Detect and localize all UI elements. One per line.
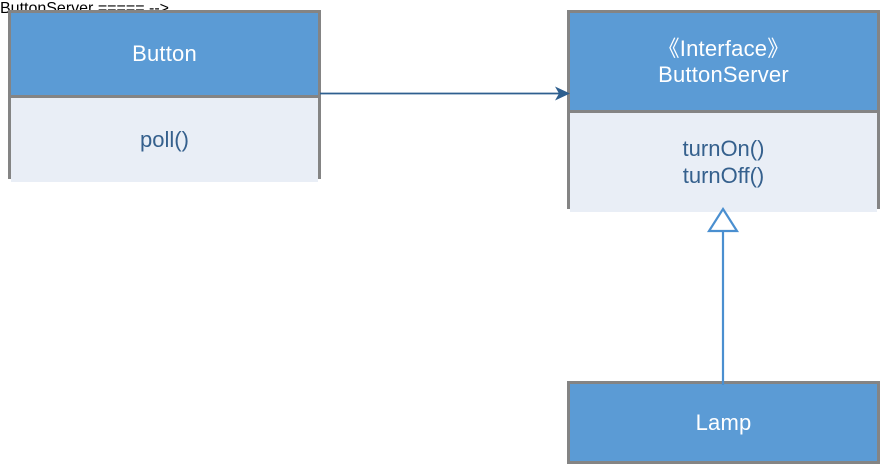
member-turnon: turnOn() (682, 135, 765, 161)
class-stereotype-buttonserver: 《Interface》 (657, 35, 790, 61)
class-header-buttonserver: 《Interface》 ButtonServer (570, 13, 877, 110)
class-members-buttonserver: turnOn() turnOff() (570, 113, 877, 212)
realization-lamp-to-buttonserver[interactable] (705, 205, 745, 385)
realization-hollow-triangle-icon (706, 206, 740, 233)
member-poll: poll() (140, 126, 189, 152)
class-name-lamp: Lamp (695, 409, 752, 435)
class-divider-button (11, 95, 318, 98)
class-name-buttonserver: ButtonServer (658, 61, 789, 87)
class-divider-buttonserver (570, 110, 877, 113)
class-name-button: Button (132, 41, 197, 67)
class-box-buttonserver[interactable]: 《Interface》 ButtonServer turnOn() turnOf… (567, 10, 880, 212)
association-button-to-buttonserver[interactable] (318, 80, 570, 108)
class-box-button[interactable]: Button poll() (8, 10, 321, 182)
class-header-lamp: Lamp (570, 384, 877, 461)
class-box-lamp[interactable]: Lamp (567, 381, 880, 464)
class-header-button: Button (11, 13, 318, 95)
member-turnoff: turnOff() (682, 162, 765, 188)
class-members-button: poll() (11, 98, 318, 182)
